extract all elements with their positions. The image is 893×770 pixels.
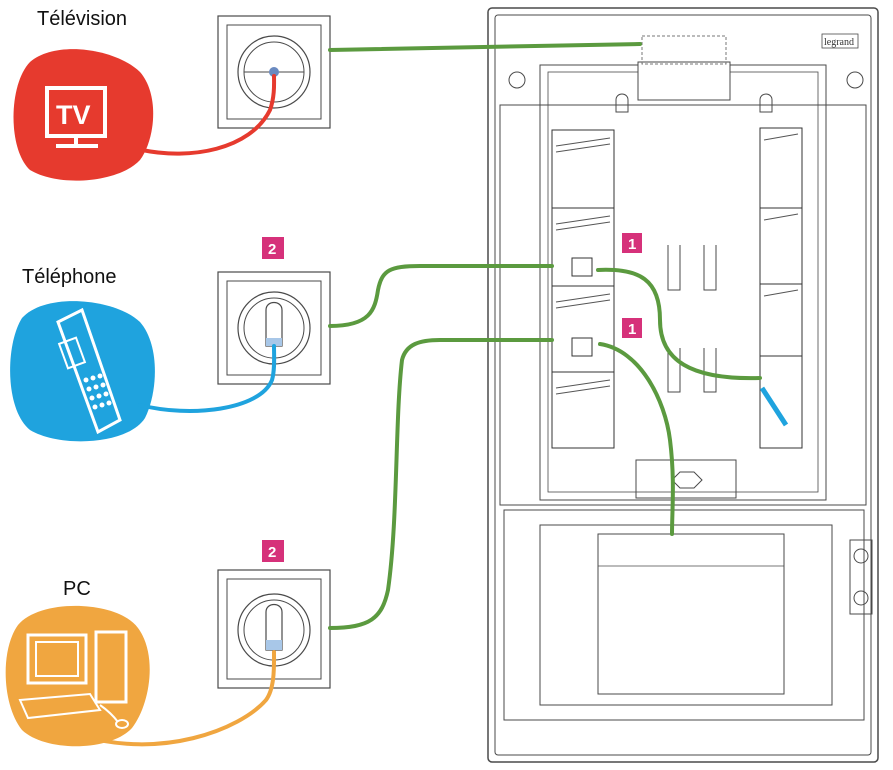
- module-to-box-cable: [598, 342, 675, 536]
- tv-icon-text: TV: [56, 100, 91, 130]
- telephone-icon: [10, 301, 155, 442]
- telephone-label: Téléphone: [22, 266, 117, 288]
- module-link-cable: [596, 267, 762, 381]
- pc-outlet-badge: 2: [262, 540, 284, 562]
- network-cables: [328, 42, 762, 630]
- upper-module-badge: 1: [622, 233, 642, 253]
- svg-text:1: 1: [628, 321, 636, 338]
- pc-label: PC: [63, 578, 91, 600]
- tv-to-panel-cable: [328, 42, 642, 52]
- phone-outlet-badge: 2: [262, 237, 284, 259]
- tv-icon: TV: [13, 49, 154, 181]
- device-cables: [78, 74, 277, 747]
- pc-to-panel-cable: [328, 338, 554, 630]
- svg-text:1: 1: [628, 236, 636, 253]
- phone-cable: [138, 344, 277, 414]
- lower-module-badge: 1: [622, 318, 642, 338]
- left-module-stack: [551, 129, 615, 449]
- tv-cable: [140, 74, 277, 156]
- phone-to-panel-cable: [328, 264, 554, 328]
- svg-text:2: 2: [268, 544, 276, 561]
- computer-icon: [5, 605, 150, 747]
- brand-logo: legrand: [824, 37, 854, 48]
- pc-cable: [78, 650, 277, 747]
- television-label: Télévision: [37, 8, 128, 30]
- distribution-panel: legrand: [487, 7, 879, 763]
- phone-outlet: [217, 271, 331, 385]
- tv-outlet: [217, 15, 331, 129]
- svg-text:2: 2: [268, 241, 276, 258]
- right-module-stack: [759, 127, 803, 449]
